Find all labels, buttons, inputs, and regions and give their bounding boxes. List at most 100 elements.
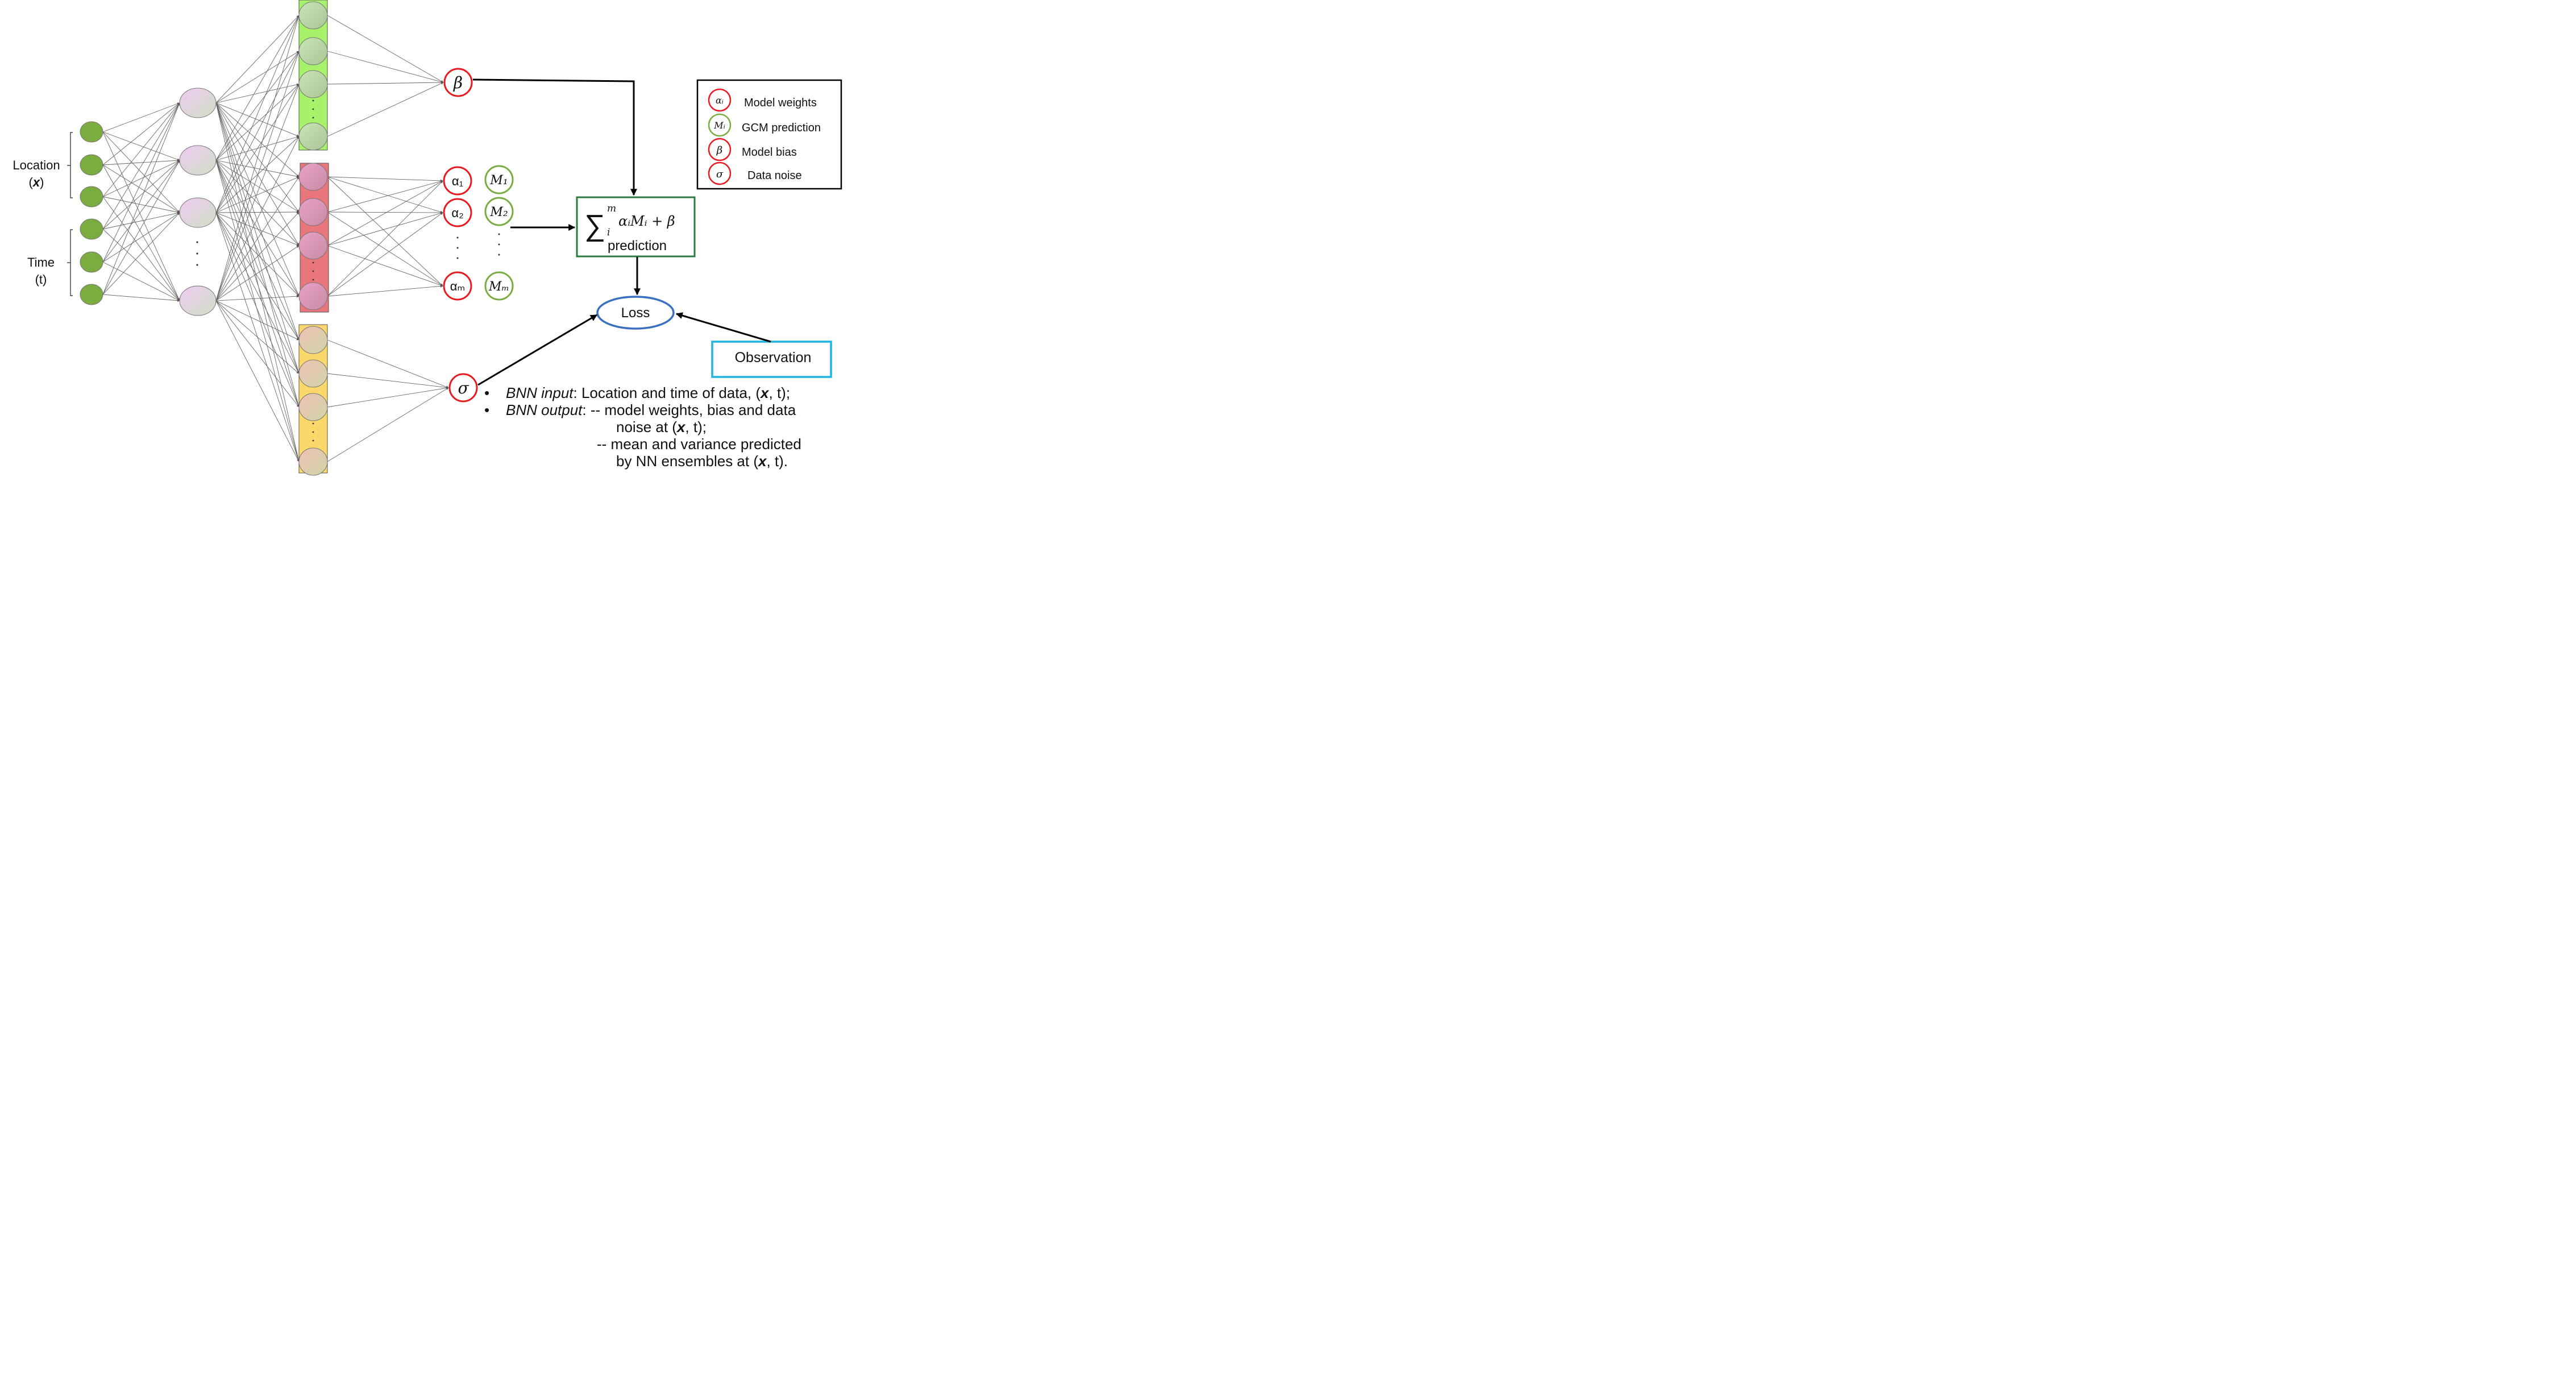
hidden-output-edge — [215, 51, 300, 301]
m-m-node — [484, 271, 514, 301]
hidden-output-edge — [215, 102, 300, 408]
hidden-output-edge — [215, 102, 300, 374]
alpha-edge — [327, 176, 443, 182]
legend-alpha-label: Model weights — [744, 97, 817, 109]
note-output-text: : -- model weights, bias and data — [582, 401, 796, 418]
sigma-edge — [327, 339, 449, 388]
m-1-node — [484, 165, 514, 194]
input-hidden-edge — [102, 164, 180, 301]
hidden-output-edge — [215, 300, 300, 462]
note-input-title: BNN input — [506, 384, 574, 401]
input-hidden-edge — [102, 196, 180, 214]
note-output-line3: -- mean and variance predicted — [597, 435, 801, 453]
input-hidden-edge — [102, 294, 180, 302]
input-hidden-edge — [102, 164, 180, 213]
observation-to-loss-arrow — [675, 312, 771, 343]
sigma-block-node — [298, 393, 328, 421]
network-nodes — [80, 1, 328, 476]
alpha-edge — [327, 180, 443, 213]
bnn-diagram: Location (x) Time (t) β α₁ α₂ αₘ M₁ M₂ M… — [13, 0, 842, 476]
observation-box — [711, 341, 832, 378]
hidden-output-edge — [215, 300, 300, 374]
input-hidden-edge — [102, 160, 180, 295]
beta-edge — [327, 51, 444, 84]
hidden-output-edge — [215, 15, 300, 301]
beta-edge — [327, 15, 444, 83]
alpha-block-node — [298, 163, 328, 191]
input-hidden-edge — [102, 102, 180, 165]
beta-edge — [327, 82, 444, 137]
alpha-edge — [327, 211, 443, 214]
hidden-node — [179, 285, 217, 316]
time-bracket — [70, 229, 73, 296]
hidden-output-edge — [215, 160, 300, 341]
input-hidden-edge — [102, 131, 180, 213]
alpha-1-node — [443, 166, 472, 196]
alpha-block-ellipsis — [312, 262, 314, 281]
sigma-to-loss-arrow — [477, 314, 598, 386]
hidden-output-edge — [215, 136, 300, 301]
input-hidden-edge — [102, 102, 180, 230]
legend-item-data-noise: σ Data noise — [708, 161, 802, 185]
beta-symbol: β — [453, 73, 463, 92]
input-hidden-edge — [102, 196, 180, 301]
sum-symbol: ∑ — [584, 209, 605, 242]
hidden-output-edge — [215, 102, 300, 137]
hidden-output-edge — [215, 212, 300, 297]
legend-beta-label: Model bias — [742, 146, 797, 159]
alpha-block-node — [298, 231, 328, 260]
input-hidden-edge — [102, 211, 180, 230]
legend-sigma-label: Data noise — [747, 169, 802, 182]
legend-m-marker — [708, 113, 732, 137]
sum-upper: m — [607, 203, 616, 214]
input-hidden-edge — [102, 262, 180, 301]
input-node — [80, 218, 103, 240]
input-node — [80, 121, 103, 143]
hidden-output-edge — [215, 160, 300, 213]
alpha-edge — [327, 212, 443, 297]
hidden-output-edge — [215, 15, 300, 213]
sigma-block-node — [298, 447, 328, 476]
hidden-output-edge — [215, 84, 300, 213]
hidden-ellipsis — [196, 241, 198, 266]
hidden-output-edge — [215, 211, 300, 301]
sigma-edge — [327, 387, 449, 462]
hidden-output-edge — [215, 51, 300, 161]
hidden-output-edge — [215, 102, 300, 462]
sum-lower: i — [607, 227, 610, 238]
alpha-edge — [327, 180, 443, 297]
hidden-output-edge — [215, 15, 300, 103]
hidden-output-edge — [215, 102, 300, 297]
hidden-output-edge — [215, 15, 300, 161]
note-input-text: : Location and time of data, ( — [573, 384, 761, 401]
beta-to-formula-arrow — [472, 78, 637, 196]
legend-item-gcm-prediction: Mᵢ GCM prediction — [708, 113, 821, 137]
input-node — [80, 284, 103, 305]
alpha-m-node — [443, 271, 472, 301]
hidden-output-edge — [215, 83, 300, 103]
note-output-line2: noise at (x, t); — [616, 418, 707, 435]
input-node — [80, 186, 103, 208]
bnn-notes: •BNN input: Location and time of data, (… — [484, 384, 859, 470]
legend-m-label: GCM prediction — [742, 122, 821, 134]
alpha-edge — [327, 180, 443, 246]
legend-beta-symbol: β — [716, 144, 722, 156]
hidden-output-edge — [215, 102, 300, 177]
legend-sigma-marker — [708, 161, 732, 185]
alpha-edge — [327, 176, 443, 213]
legend-item-model-bias: β Model bias — [708, 138, 797, 161]
note-input: •BNN input: Location and time of data, (… — [484, 384, 791, 401]
input-hidden-edge — [102, 212, 180, 295]
hidden-output-edge — [215, 160, 300, 246]
alpha-edge — [327, 176, 443, 287]
hidden-output-edge — [215, 160, 300, 462]
hidden-output-edge — [215, 294, 300, 301]
sigma-edge — [327, 373, 449, 389]
note-input-end: , t); — [768, 384, 791, 401]
hidden-output-edge — [215, 160, 300, 297]
input-hidden-edge — [102, 212, 180, 263]
input-hidden-edge — [102, 102, 180, 197]
sigma-edge — [327, 387, 449, 408]
hidden-output-edge — [215, 212, 300, 408]
hidden-output-edge — [215, 210, 300, 214]
